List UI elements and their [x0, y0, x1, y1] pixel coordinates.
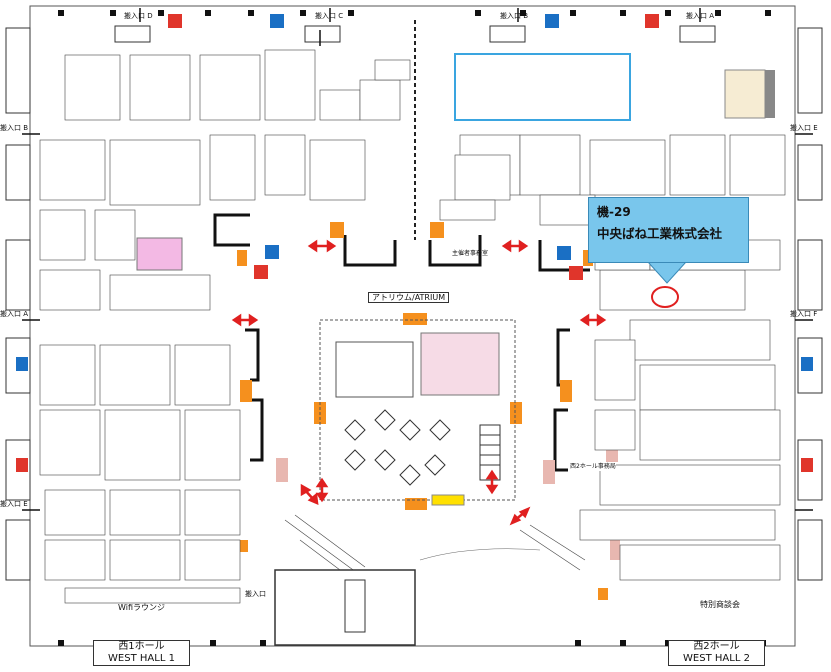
business-meeting-label: 特別商談会 — [700, 600, 740, 609]
wifi-lounge-label: Wifiラウンジ — [118, 603, 165, 612]
entrance-left-a-label: 搬入口 A — [0, 310, 29, 318]
booth-number: 機-29 — [597, 205, 631, 219]
entrance-e-label: 搬入口 E — [790, 124, 818, 132]
west-hall-2-label: 西2ホール WEST HALL 2 — [668, 640, 765, 666]
entrance-d-label: 搬入口 D — [124, 12, 153, 20]
west-hall-1-en: WEST HALL 1 — [108, 653, 175, 664]
highlight-marker — [651, 286, 679, 308]
entrance-f-label: 搬入口 F — [790, 310, 818, 318]
west-hall-1-jp: 西1ホール — [118, 641, 165, 652]
hall2-office-label: 西2ホール事務局 — [570, 462, 616, 471]
west-hall-2-jp: 西2ホール — [693, 641, 740, 652]
entrance-c-label: 搬入口 C — [315, 12, 344, 20]
entrance-b-label: 搬入口 B — [500, 12, 529, 20]
entrance-left-e-label: 搬入口 E — [0, 500, 28, 508]
west-hall-1-label: 西1ホール WEST HALL 1 — [93, 640, 190, 666]
booth-callout: 機-29 中央ばね工業株式会社 — [588, 197, 749, 263]
atrium-label: アトリウム/ATRIUM — [368, 292, 450, 303]
entrance-left-b-label: 搬入口 B — [0, 124, 29, 132]
entrance-bottom-label: 搬入口 — [245, 590, 266, 598]
west-hall-2-en: WEST HALL 2 — [683, 653, 750, 664]
entrance-a-label: 搬入口 A — [686, 12, 715, 20]
company-name: 中央ばね工業株式会社 — [597, 226, 723, 241]
pillars — [58, 10, 771, 646]
organizer-office-label: 主催者事務室 — [452, 250, 489, 257]
